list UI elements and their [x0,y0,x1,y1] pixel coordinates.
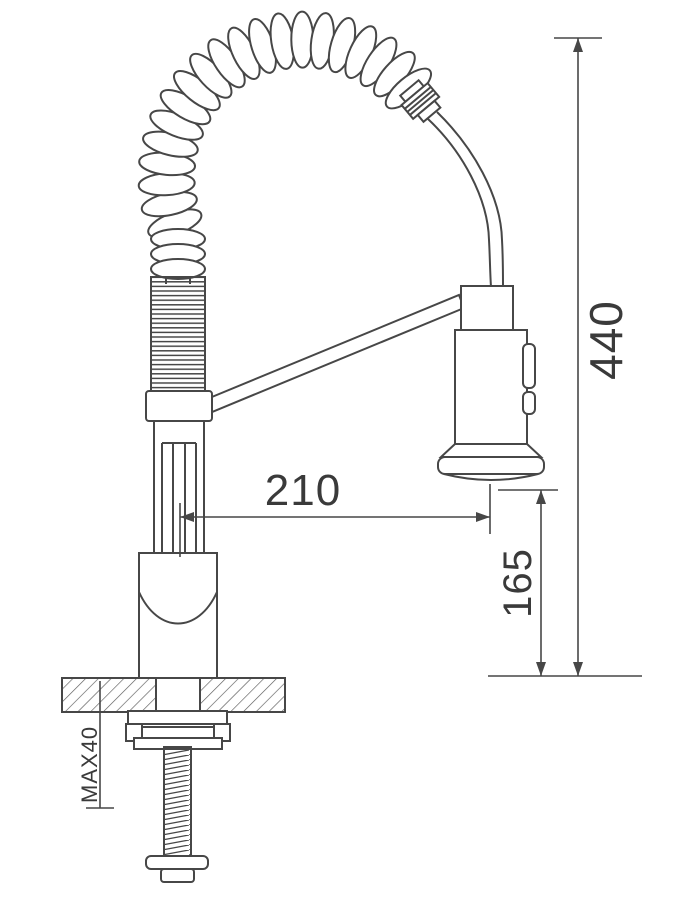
spray-head-holder [460,285,514,331]
coupler-outlet [416,99,442,124]
dim-440-arrow-bottom [573,662,583,676]
coupler-ridge [404,86,432,110]
dim-165-arrow-bottom [536,662,546,676]
spray-head-switch [522,391,536,415]
spring-coil-vertical [150,228,206,394]
hose-inner-line [427,118,492,288]
faucet-base-body [138,552,218,679]
tightening-nut [145,855,209,870]
shank-cutout [155,677,201,713]
mounting-bar [141,726,215,739]
dim-440-arrow-top [573,38,583,52]
hose-outer-line [436,111,504,288]
support-arm [205,293,466,414]
mounting-washer-plate [127,710,228,725]
countertop [61,677,286,713]
spray-head-button [522,343,536,389]
coil-loop [290,10,315,69]
threaded-rod [163,746,192,858]
dim-label-total-height: 440 [580,300,632,380]
nozzle-ring [437,456,545,475]
base-dome-curve [138,591,218,625]
dim-210-arrow-right [476,512,490,522]
dim-210-arrow-left [180,512,194,522]
dim-label-max-thickness: MAX40 [77,726,102,803]
spring-coil-arch [137,10,432,239]
tightening-nut-base [160,868,195,883]
nozzle-taper [438,443,544,458]
spray-head-body [454,329,528,445]
hose-coupler [398,78,442,124]
pullout-hose [427,111,504,288]
column-top-block [145,390,213,422]
coupler-ridge [409,92,437,116]
coupler-ridge [406,89,435,113]
dim-label-spray-height: 165 [496,548,540,618]
dim-165-arrow-top [536,490,546,504]
mounting-hardware [125,710,231,883]
dimension-annotations [86,37,642,809]
nozzle-lip [443,473,539,481]
spray-head [437,285,545,481]
tight-coil-section [150,276,206,394]
faucet-column [138,390,218,679]
dim-label-reach: 210 [265,466,341,515]
